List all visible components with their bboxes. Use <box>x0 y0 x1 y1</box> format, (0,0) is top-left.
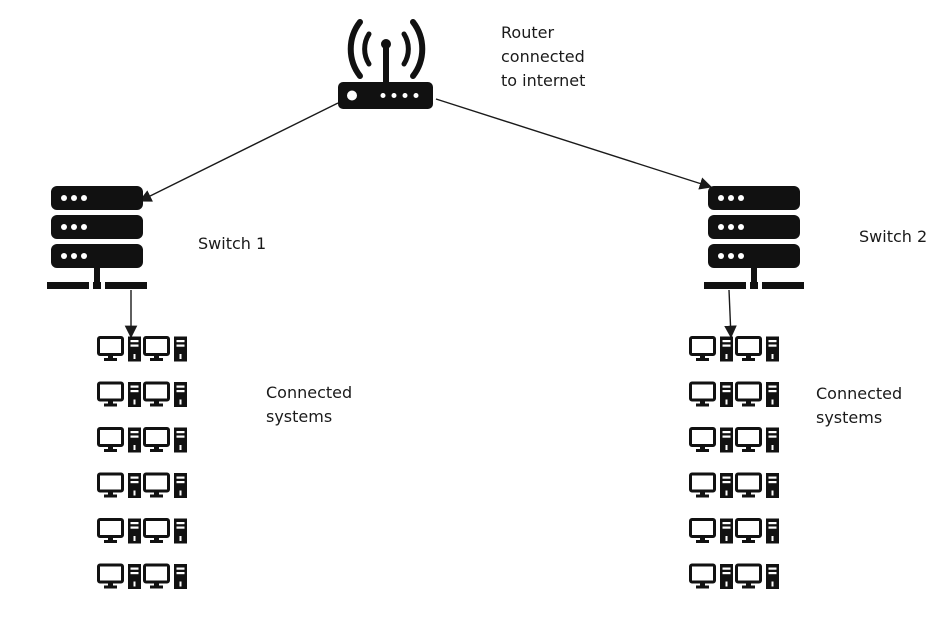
desktop-computer-icon <box>735 427 781 453</box>
desktop-computer-icon <box>97 427 143 453</box>
connected-systems-2 <box>689 336 781 590</box>
desktop-computer-icon <box>689 472 735 499</box>
router-icon <box>338 19 433 109</box>
desktop-computer-icon <box>735 563 781 590</box>
link-switch-2-systems <box>724 289 737 339</box>
switch-2-icon <box>704 186 804 289</box>
desktop-computer-icon <box>689 336 735 362</box>
desktop-computer-icon <box>143 336 189 362</box>
desktop-computer-icon <box>97 381 143 408</box>
desktop-computer-icon <box>735 518 781 544</box>
connected-systems-1-label: Connected systems <box>266 383 353 426</box>
desktop-computer-icon <box>97 518 143 544</box>
link-router-switch-1 <box>138 102 339 202</box>
desktop-computer-icon <box>97 336 143 362</box>
desktop-computer-icon <box>735 381 781 408</box>
desktop-computer-icon <box>689 381 735 408</box>
switch-1-icon <box>47 186 147 289</box>
switch-1-label: Switch 1 <box>198 234 267 253</box>
desktop-computer-icon <box>143 563 189 590</box>
connected-systems-1 <box>97 336 189 590</box>
router-label: Router connected to internet <box>501 23 586 90</box>
desktop-computer-icon <box>143 518 189 544</box>
switch-2-label: Switch 2 <box>859 227 928 246</box>
desktop-computer-icon <box>143 381 189 408</box>
desktop-computer-icon <box>689 563 735 590</box>
link-router-switch-2 <box>435 98 713 190</box>
desktop-computer-icon <box>689 518 735 544</box>
desktop-computer-icon <box>689 427 735 453</box>
connected-systems-2-label: Connected systems <box>816 384 903 427</box>
desktop-computer-icon <box>735 336 781 362</box>
desktop-computer-icon <box>97 563 143 590</box>
desktop-computer-icon <box>143 472 189 499</box>
desktop-computer-icon <box>143 427 189 453</box>
desktop-computer-icon <box>735 472 781 499</box>
desktop-computer-icon <box>97 472 143 499</box>
